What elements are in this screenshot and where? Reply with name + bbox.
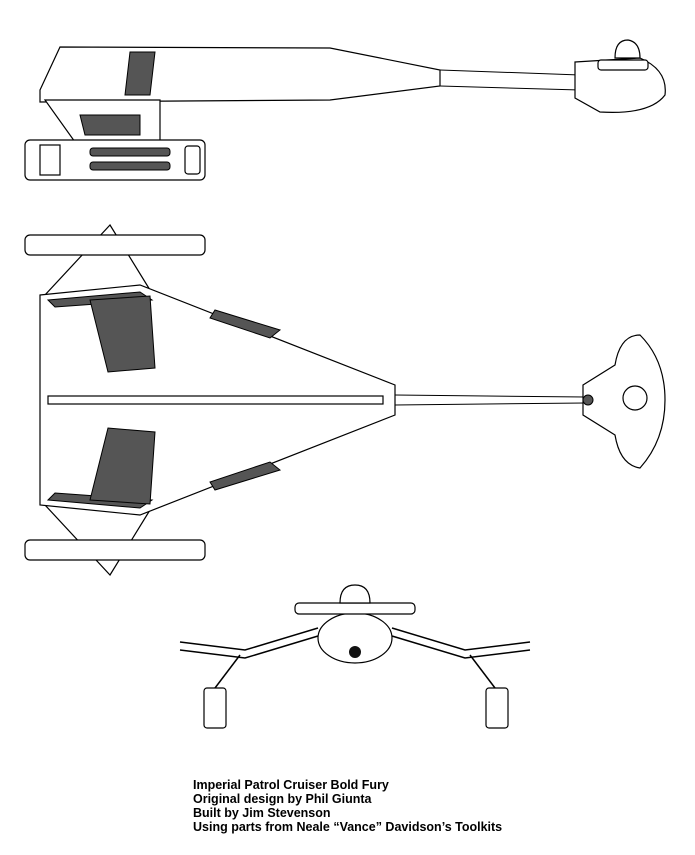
front-nacelle-right <box>485 687 509 729</box>
side-hull-panel <box>124 51 156 96</box>
front-saucer <box>294 602 416 615</box>
top-view <box>24 224 666 576</box>
front-nacelle-left <box>203 687 227 729</box>
credit-title: Imperial Patrol Cruiser Bold Fury <box>193 778 389 792</box>
credit-design: Original design by Phil Giunta <box>193 792 372 806</box>
side-wing-panel <box>79 114 141 136</box>
side-hull <box>39 46 441 103</box>
credits: Imperial Patrol Cruiser Bold Fury Origin… <box>193 778 502 834</box>
side-head <box>574 57 666 113</box>
side-view <box>24 39 666 181</box>
credit-parts: Using parts from Neale “Vance” Davidson’… <box>193 820 503 834</box>
front-view <box>179 584 531 729</box>
credit-builder: Built by Jim Stevenson <box>193 806 331 820</box>
side-dome <box>614 39 641 59</box>
top-nacelle-upper <box>24 234 206 256</box>
top-panel-upper <box>89 295 156 373</box>
top-panel-lower <box>89 427 156 505</box>
top-nacelle-lower <box>24 539 206 561</box>
top-spine <box>47 395 384 405</box>
